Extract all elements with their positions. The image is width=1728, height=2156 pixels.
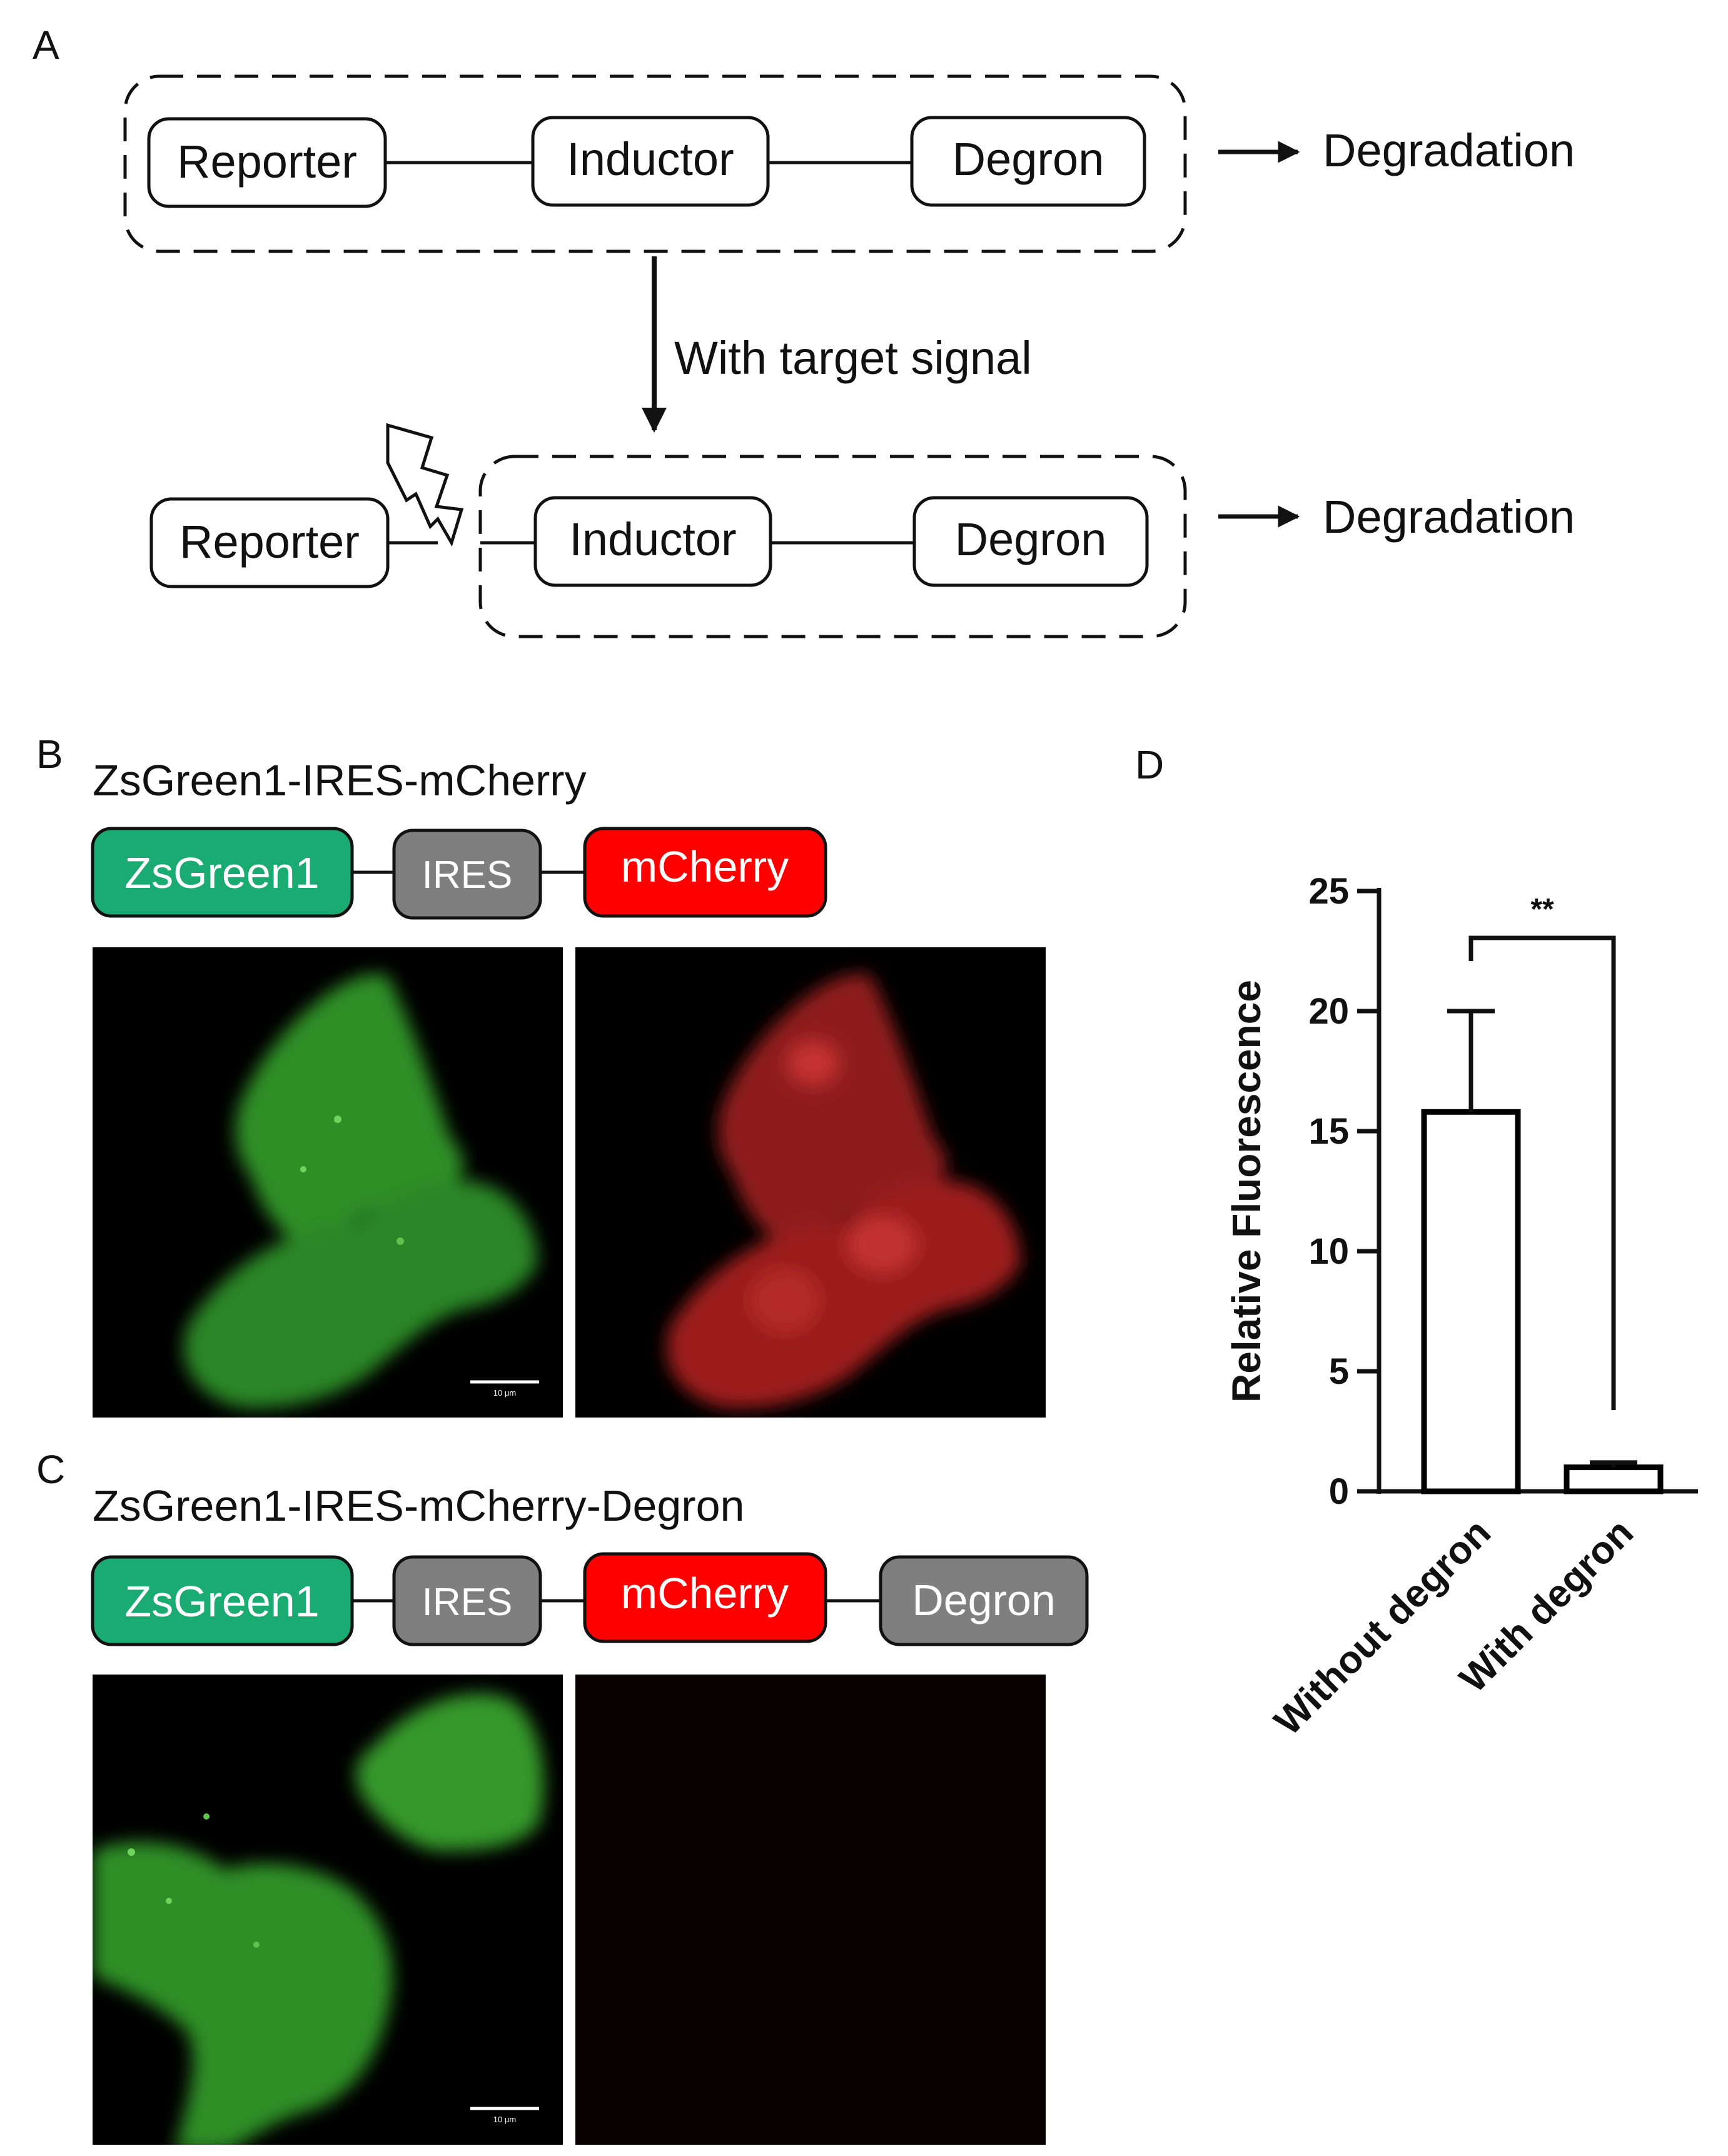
top-degron-label: Degron: [952, 133, 1104, 185]
y-tick-label: 0: [1329, 1471, 1349, 1512]
construct-c-zsgreen1: ZsGreen1: [91, 1555, 354, 1646]
construct-c-degron: Degron: [879, 1555, 1089, 1646]
complex-container-top: [123, 74, 1187, 253]
construct-c-mcherry: mCherry: [583, 1552, 827, 1643]
construct-c-degron-label: Degron: [912, 1576, 1056, 1625]
construct-b-mcherry: mCherry: [583, 827, 827, 918]
signal-label: With target signal: [674, 332, 1032, 384]
y-tick-label: 5: [1329, 1351, 1349, 1392]
panel-letter-c: C: [36, 1447, 65, 1492]
complex-container-bottom: [478, 455, 1187, 638]
category-label: Without degron: [1266, 1511, 1499, 1743]
significance-bracket: [1468, 935, 1616, 1410]
y-tick-label: 20: [1308, 991, 1349, 1032]
top-reporter-label: Reporter: [177, 136, 357, 188]
construct-c-title: ZsGreen1-IRES-mCherry-Degron: [93, 1481, 744, 1530]
y-axis-label: Relative Fluorescence: [1224, 980, 1269, 1403]
top-inductor-box: Inductor: [531, 116, 770, 207]
significance-label: **: [1530, 893, 1554, 926]
bottom-degron-box: Degron: [912, 496, 1149, 587]
construct-c-zsgreen1-label: ZsGreen1: [124, 1577, 319, 1626]
construct-b-zsgreen1: ZsGreen1: [91, 827, 354, 918]
construct-c-ires-label: IRES: [422, 1581, 513, 1624]
bottom-reporter-label: Reporter: [179, 516, 360, 568]
bar: [1421, 1109, 1521, 1494]
micrograph-c-green: 10 μm: [93, 1675, 563, 2145]
panel-letter-d: D: [1135, 742, 1164, 787]
y-tick-label: 10: [1308, 1231, 1349, 1272]
construct-b-ires-label: IRES: [422, 854, 513, 897]
bottom-inductor-box: Inductor: [533, 496, 772, 587]
y-tick-label: 15: [1308, 1111, 1349, 1152]
micrograph-c-red: [575, 1675, 1046, 2145]
construct-b-ires: IRES: [392, 829, 542, 920]
bottom-reporter-box: Reporter: [149, 497, 390, 588]
bottom-inductor-label: Inductor: [569, 513, 736, 565]
scale-bar-c-label: 10 μm: [493, 2115, 516, 2124]
micrograph-b-green: 10 μm: [93, 947, 563, 1418]
bottom-degron-label: Degron: [955, 513, 1107, 565]
bar: [1564, 1464, 1664, 1494]
construct-b-zsgreen1-label: ZsGreen1: [124, 849, 319, 897]
construct-c-mcherry-label: mCherry: [621, 1569, 789, 1618]
panel-letter-b: B: [36, 732, 63, 777]
top-degron-box: Degron: [910, 116, 1146, 207]
panel-letter-a: A: [33, 23, 59, 68]
construct-b-title: ZsGreen1-IRES-mCherry: [93, 756, 587, 805]
lightning-bolt-icon: [386, 423, 464, 547]
scale-bar-b-label: 10 μm: [493, 1388, 516, 1398]
top-inductor-label: Inductor: [567, 133, 734, 185]
micrograph-b-red: [575, 947, 1046, 1418]
top-reporter-box: Reporter: [147, 117, 387, 208]
bottom-degradation-label: Degradation: [1323, 491, 1575, 543]
top-degradation-label: Degradation: [1323, 124, 1575, 176]
construct-c-ires: IRES: [392, 1555, 542, 1646]
y-tick-label: 25: [1308, 871, 1349, 912]
construct-b-mcherry-label: mCherry: [621, 842, 789, 891]
